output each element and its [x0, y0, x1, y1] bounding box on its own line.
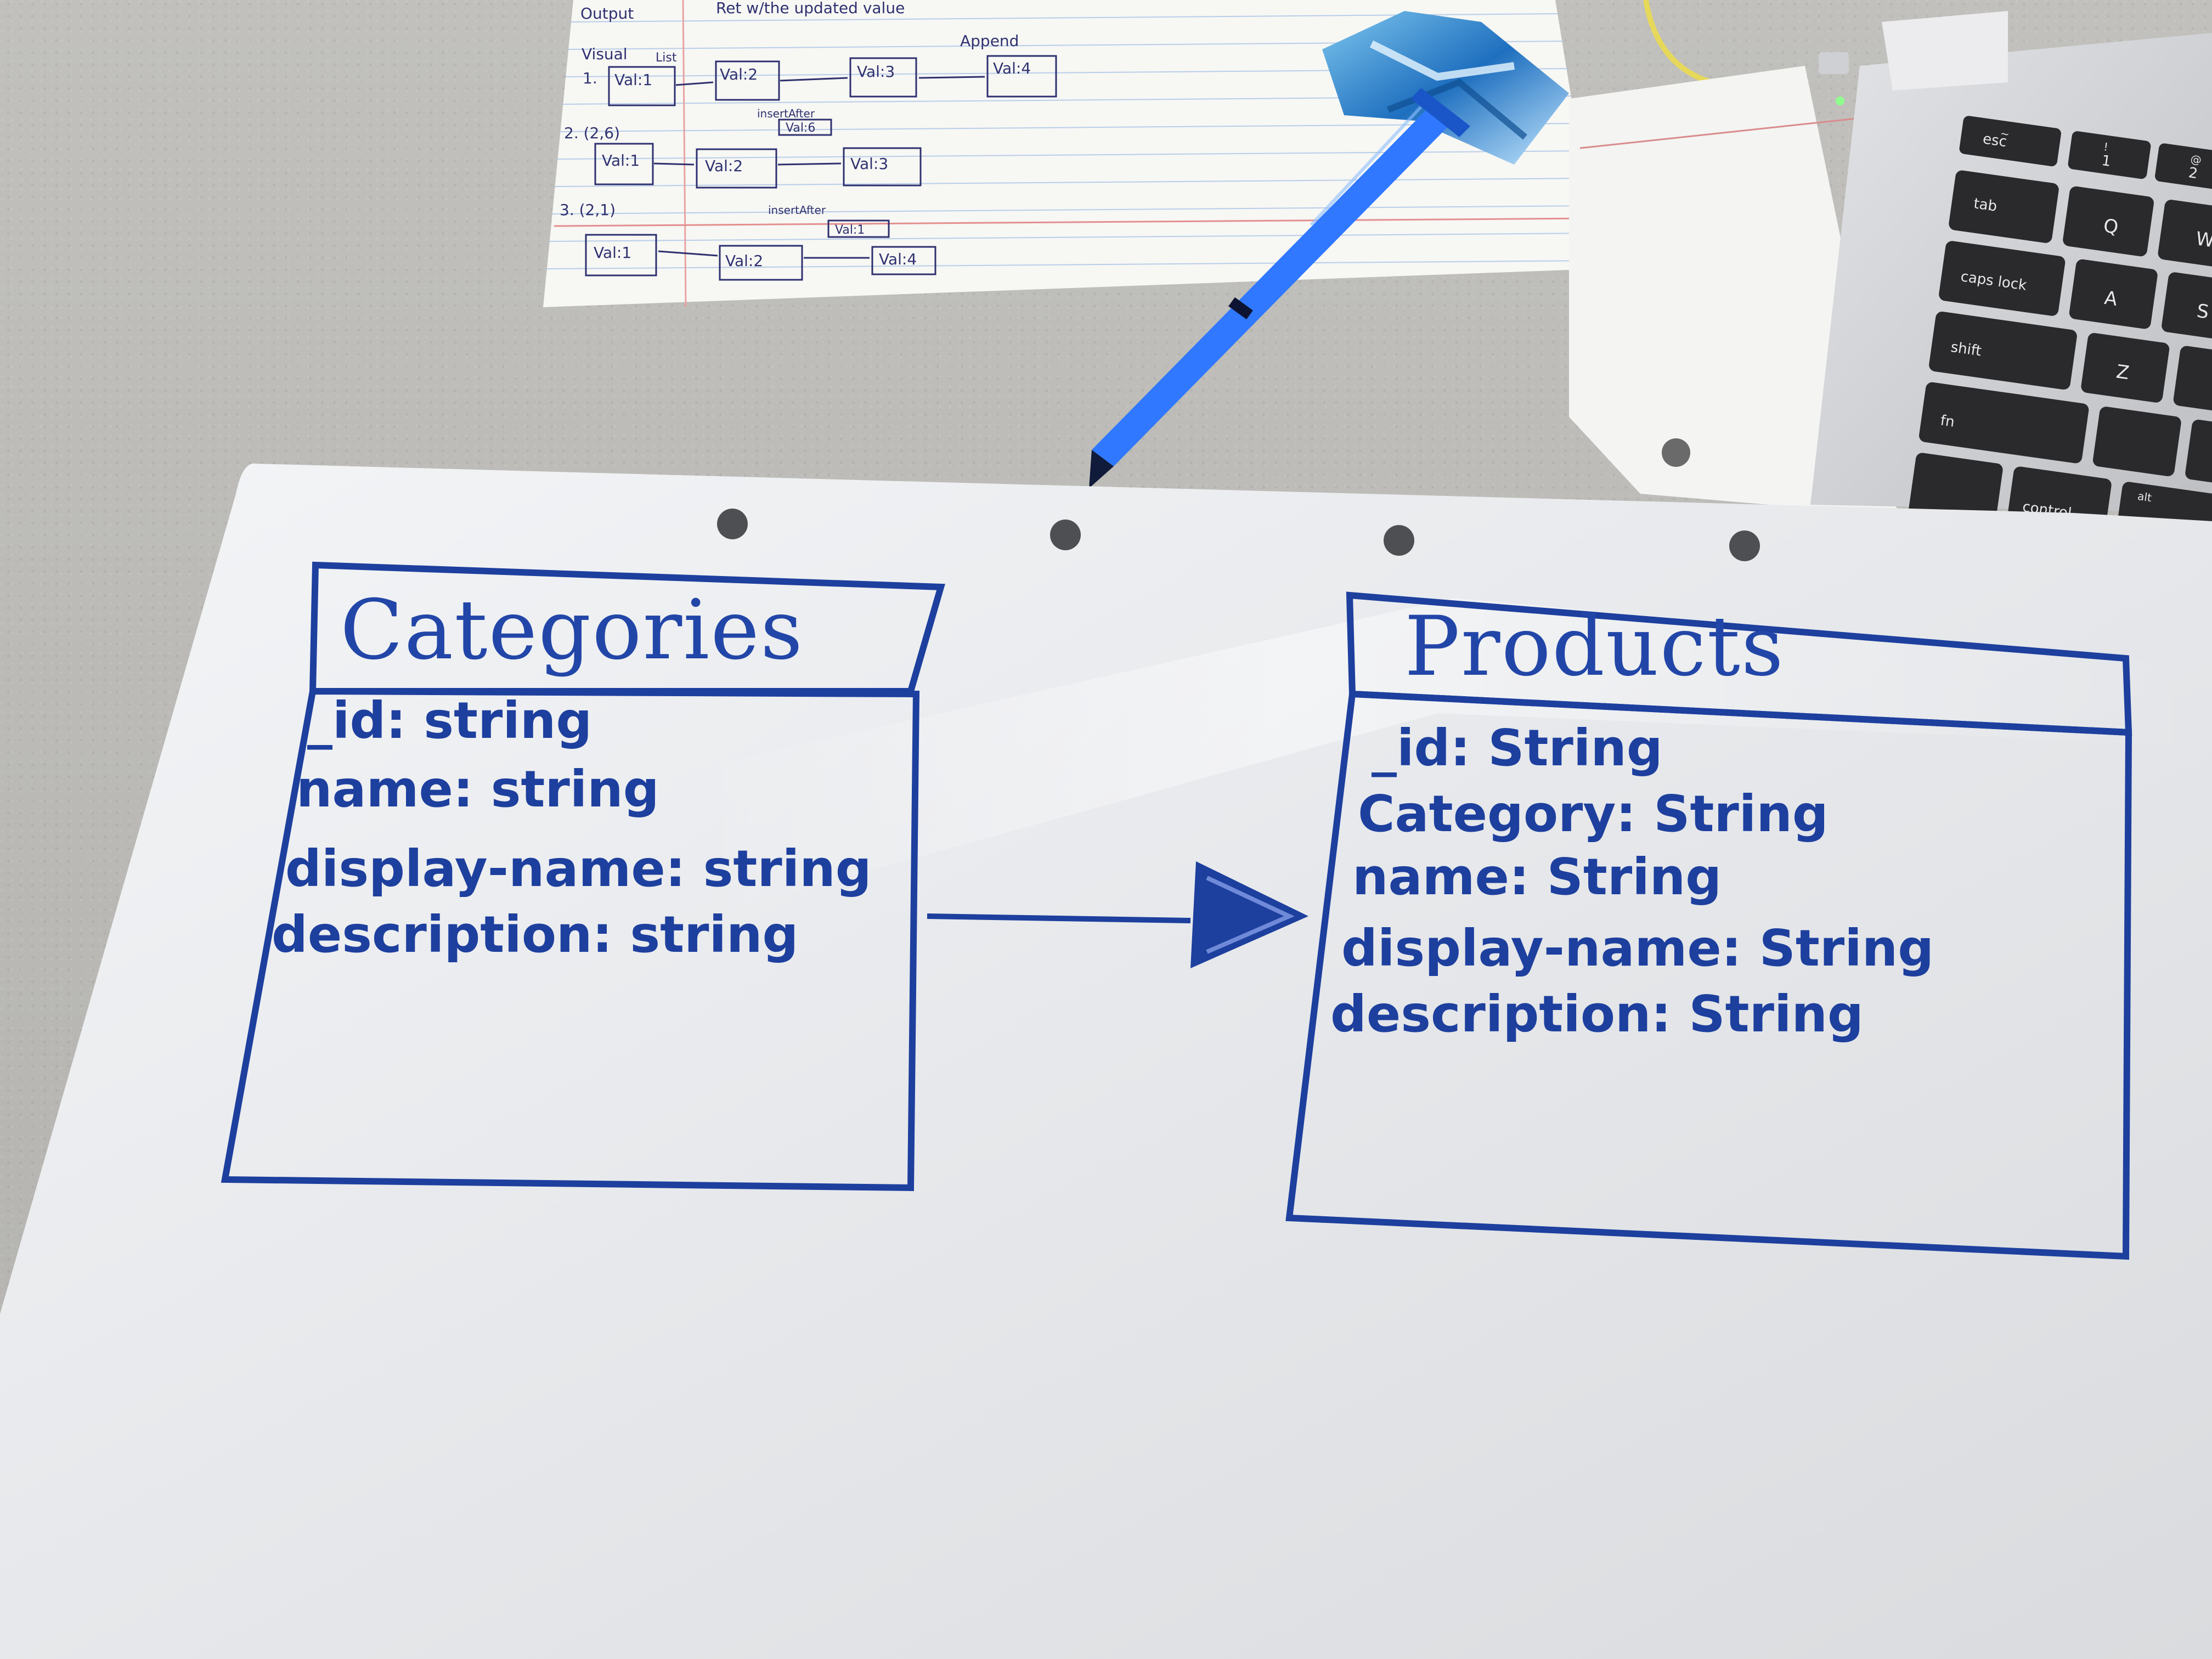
key-z: Z	[2115, 360, 2131, 384]
categories-field-description: description: string	[272, 905, 798, 964]
notes-row3-insert: insertAfter	[768, 204, 826, 217]
key-2: 2	[2187, 165, 2199, 182]
notes-line-output: Output	[580, 4, 634, 22]
key-q: Q	[2102, 215, 2120, 239]
notes-row2-node-1: Val:1	[602, 151, 640, 170]
notes-row1-node-1: Val:1	[614, 71, 652, 89]
key-w: W	[2194, 228, 2212, 252]
candy-wrapper	[1322, 11, 1569, 165]
paper-hole-decoration	[1662, 438, 1690, 467]
products-entity-box	[1285, 591, 2132, 1260]
key-alt: alt	[2137, 489, 2153, 504]
key-fn: fn	[1939, 413, 1956, 431]
whiteboard	[0, 464, 2212, 1659]
products-field-description: description: String	[1330, 985, 1864, 1043]
binder-hole-1	[717, 509, 748, 539]
notes-line-return: Ret w/the updated value	[716, 0, 905, 17]
categories-field-name: name: string	[296, 760, 659, 819]
notes-row2-node-2: Val:2	[705, 157, 743, 175]
notes-row3-index: 3. (2,1)	[560, 201, 616, 219]
notes-row1-node-3: Val:3	[857, 63, 895, 81]
key-tilde: ~	[1999, 127, 2010, 141]
notes-row3-node-3: Val:4	[879, 250, 917, 268]
notes-row-1: 1. Val:1 Val:2 Val:3 Val:4	[583, 55, 1057, 106]
notes-row2-new: Val:6	[786, 121, 815, 135]
categories-entity-box	[221, 561, 945, 1192]
notes-row2-index: 2. (2,6)	[564, 124, 620, 142]
categories-field-display-name: display-name: string	[285, 839, 872, 898]
products-field-name: name: String	[1352, 848, 1722, 906]
notes-append-label: Append	[960, 32, 1019, 50]
key-esc: esc	[1982, 131, 2008, 150]
notes-row2-node-3: Val:3	[850, 155, 888, 173]
key-exclamation: !	[2103, 140, 2109, 154]
key-a: A	[2103, 287, 2119, 311]
notes-row1-node-4: Val:4	[993, 59, 1031, 77]
notes-row3-node-1: Val:1	[594, 244, 631, 262]
binder-hole-3	[1384, 525, 1414, 556]
relationship-arrow	[927, 861, 1308, 968]
notes-row-3: 3. (2,1) insertAfter Val:1 Val:1 Val:2 V…	[560, 201, 936, 281]
products-field-category: Category: String	[1358, 785, 1829, 843]
key-tab: tab	[1973, 195, 1998, 215]
notes-row1-node-2: Val:2	[720, 65, 758, 83]
notes-row-2: 2. (2,6) insertAfter Val:6 Val:1 Val:2 V…	[564, 107, 922, 189]
categories-field-id: _id: string	[307, 691, 592, 750]
products-field-display-name: display-name: String	[1341, 919, 1934, 978]
notes-row2-insert: insertAfter	[757, 107, 815, 120]
notes-row1-index: 1.	[583, 69, 597, 87]
binder-hole-2	[1050, 520, 1081, 550]
notes-row3-node-2: Val:2	[725, 252, 763, 270]
products-title: Products	[1404, 599, 1785, 695]
notes-list-label: List	[656, 51, 677, 65]
pen	[1089, 88, 1470, 488]
key-1: 1	[2101, 153, 2112, 170]
categories-title: Categories	[340, 583, 804, 678]
notes-row3-new: Val:1	[835, 223, 865, 237]
notes-visual-label: Visual	[582, 45, 628, 63]
key-at: @	[2190, 152, 2202, 167]
products-field-id: _id: String	[1372, 719, 1663, 777]
binder-hole-4	[1729, 531, 1760, 561]
